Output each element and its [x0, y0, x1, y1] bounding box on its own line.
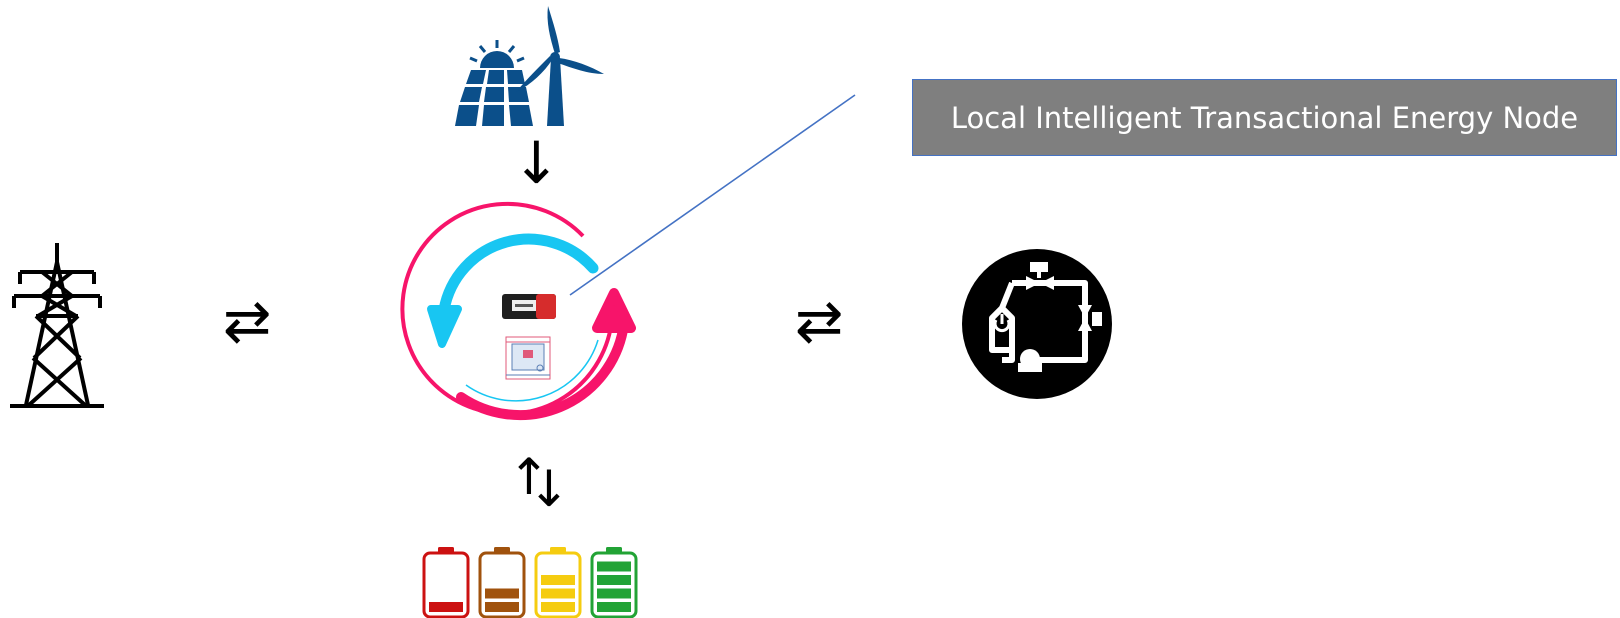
transmission-tower-icon [10, 243, 104, 408]
storage-down-arrow-icon: ↓ [528, 460, 570, 518]
battery-body [422, 551, 470, 618]
solar-panel-wind-turbine-icon [455, 6, 604, 126]
cycle-arrows-icon [400, 201, 636, 421]
battery-1 [422, 547, 470, 618]
energy-node-device-icon [502, 294, 556, 380]
battery-2 [478, 547, 526, 618]
grid-exchange-arrow-icon: ⇄ [222, 287, 272, 355]
battery-4 [590, 547, 638, 618]
battery-charge-bar [597, 588, 631, 599]
callout-leader-line [569, 94, 856, 296]
battery-charge-bar [597, 561, 631, 572]
battery-charge-bar [597, 575, 631, 585]
battery-charge-bar [485, 588, 519, 599]
battery-3 [534, 547, 582, 618]
battery-charge-bar [429, 602, 463, 612]
battery-body [478, 551, 526, 618]
battery-charge-bar [485, 602, 519, 612]
battery-levels-icon [422, 547, 638, 618]
battery-charge-bar [597, 602, 631, 612]
node-callout-label: Local Intelligent Transactional Energy N… [912, 79, 1617, 156]
renewables-down-arrow-icon: ↓ [512, 129, 561, 197]
load-exchange-arrow-icon: ⇄ [794, 287, 844, 355]
industrial-process-icon [962, 249, 1112, 399]
battery-charge-bar [541, 602, 575, 612]
battery-charge-bar [541, 588, 575, 599]
battery-body [590, 551, 638, 618]
battery-charge-bar [541, 575, 575, 585]
battery-body [534, 551, 582, 618]
